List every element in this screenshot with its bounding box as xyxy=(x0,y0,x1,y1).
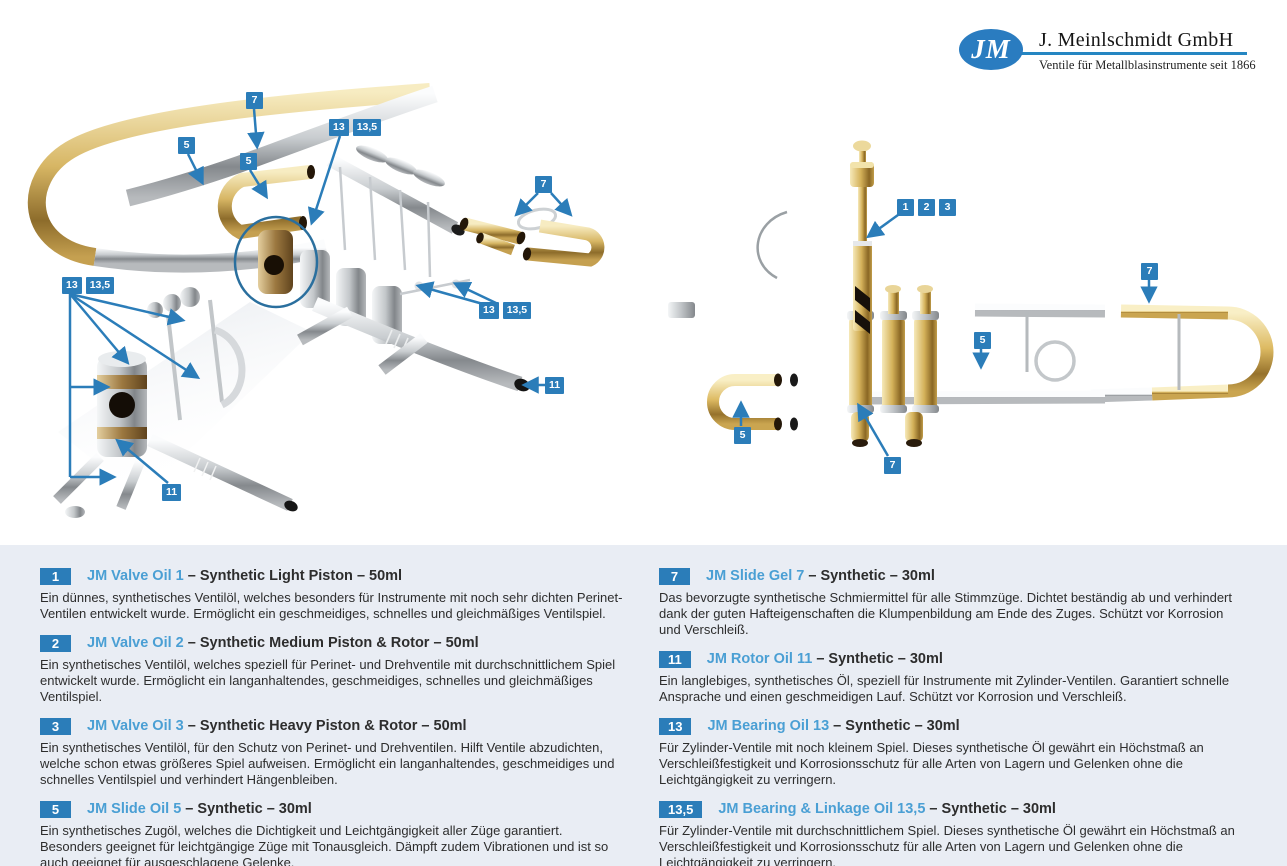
callout-group: 7 xyxy=(1141,263,1158,280)
brand-header: JM J. Meinlschmidt GmbH Ventile für Meta… xyxy=(955,25,1256,80)
legend-item-13_5: 13,5 JM Bearing & Linkage Oil 13,5 – Synt… xyxy=(659,800,1245,866)
callout-badge-11: 11 xyxy=(162,484,182,501)
callout-badge-13: 13 xyxy=(62,277,82,294)
callout-group: 5 xyxy=(240,153,257,170)
legend-section: 1 JM Valve Oil 1 – Synthetic Light Piston… xyxy=(0,545,1287,866)
callout-badge-1: 1 xyxy=(897,199,914,216)
callout-group: 7 xyxy=(535,176,552,193)
callout-badge-2: 2 xyxy=(918,199,935,216)
legend-column-left: 1 JM Valve Oil 1 – Synthetic Light Piston… xyxy=(40,565,626,866)
product-description: Ein synthetisches Ventilöl, welches spez… xyxy=(40,657,616,704)
callout-group: 5 xyxy=(734,427,751,444)
callout-badge-3: 3 xyxy=(939,199,956,216)
product-name: JM Bearing Oil 13 xyxy=(707,718,830,734)
legend-number-badge: 7 xyxy=(659,567,690,585)
callout-badge-7: 7 xyxy=(1141,263,1158,280)
product-description: Das bevorzugte synthetische Schmiermitte… xyxy=(659,590,1233,637)
callout-badge-7: 7 xyxy=(246,92,263,109)
product-description: Für Zylinder-Ventile mit durchschnittlic… xyxy=(659,823,1235,866)
product-spec: – Synthetic – 30ml xyxy=(925,801,1056,817)
product-spec: – Synthetic Medium Piston & Rotor – 50ml xyxy=(183,635,479,651)
callout-badge-5: 5 xyxy=(240,153,257,170)
callout-badge-7: 7 xyxy=(884,457,901,474)
callout-group: 5 xyxy=(974,332,991,349)
callout-group: 7 xyxy=(246,92,263,109)
legend-item-heading: 2 JM Valve Oil 2 – Synthetic Medium Pisto… xyxy=(40,634,626,652)
product-spec: – Synthetic – 30ml xyxy=(181,801,312,817)
callout-badge-13: 13 xyxy=(479,302,499,319)
product-description: Ein synthetisches Zugöl, welches die Dic… xyxy=(40,823,609,866)
product-spec: – Synthetic – 30ml xyxy=(812,651,943,667)
callout-badge-13_5: 13,5 xyxy=(85,277,115,294)
right-instrument-illustration xyxy=(668,140,1274,447)
callout-group: 11 xyxy=(162,484,182,501)
product-name: JM Slide Oil 5 xyxy=(87,801,182,817)
legend-item-heading: 3 JM Valve Oil 3 – Synthetic Heavy Piston… xyxy=(40,717,626,735)
legend-number-badge: 1 xyxy=(40,567,71,585)
callout-badge-13_5: 13,5 xyxy=(352,119,382,136)
product-description: Für Zylinder-Ventile mit noch kleinem Sp… xyxy=(659,740,1204,787)
legend-item-heading: 7 JM Slide Gel 7 – Synthetic – 30ml xyxy=(659,567,1245,585)
jm-logo-text: JM xyxy=(971,34,1011,64)
brand-rule xyxy=(1005,52,1247,55)
product-description: Ein dünnes, synthetisches Ventilöl, welc… xyxy=(40,590,623,621)
callout-badge-5: 5 xyxy=(974,332,991,349)
product-spec: – Synthetic Heavy Piston & Rotor – 50ml xyxy=(183,718,467,734)
product-description: Ein synthetisches Ventilöl, für den Schu… xyxy=(40,740,615,787)
product-name: JM Slide Gel 7 xyxy=(706,568,805,584)
legend-item-heading: 11 JM Rotor Oil 11 – Synthetic – 30ml xyxy=(659,650,1245,668)
product-description: Ein langlebiges, synthetisches Öl, spezi… xyxy=(659,673,1230,704)
legend-item-heading: 13,5 JM Bearing & Linkage Oil 13,5 – Synt… xyxy=(659,800,1245,818)
callout-group: 11 xyxy=(545,377,565,394)
product-spec: – Synthetic Light Piston – 50ml xyxy=(183,568,403,584)
legend-item-heading: 1 JM Valve Oil 1 – Synthetic Light Piston… xyxy=(40,567,626,585)
product-spec: – Synthetic – 30ml xyxy=(804,568,935,584)
legend-number-badge: 11 xyxy=(659,650,691,668)
product-name: JM Rotor Oil 11 xyxy=(706,651,813,667)
legend-item-3: 3 JM Valve Oil 3 – Synthetic Heavy Piston… xyxy=(40,717,626,788)
legend-number-badge: 3 xyxy=(40,717,71,735)
left-instrument-illustration xyxy=(27,83,605,518)
legend-number-badge: 2 xyxy=(40,634,71,652)
legend-item-heading: 5 JM Slide Oil 5 – Synthetic – 30ml xyxy=(40,800,626,818)
product-name: JM Valve Oil 3 xyxy=(87,718,184,734)
company-name: J. Meinlschmidt GmbH xyxy=(1039,29,1234,51)
legend-number-badge: 13,5 xyxy=(659,800,703,818)
legend-number-badge: 5 xyxy=(40,800,71,818)
callout-group: 7 xyxy=(884,457,901,474)
product-name: JM Bearing & Linkage Oil 13,5 xyxy=(718,801,926,817)
callout-badge-7: 7 xyxy=(535,176,552,193)
legend-item-heading: 13 JM Bearing Oil 13 – Synthetic – 30ml xyxy=(659,717,1245,735)
company-tagline: Ventile für Metallblasinstrumente seit 1… xyxy=(1039,58,1256,72)
callout-badge-11: 11 xyxy=(545,377,565,394)
legend-item-2: 2 JM Valve Oil 2 – Synthetic Medium Pisto… xyxy=(40,634,626,705)
legend-number-badge: 13 xyxy=(659,717,692,735)
product-name: JM Valve Oil 2 xyxy=(87,635,184,651)
callout-badge-5: 5 xyxy=(734,427,751,444)
product-spec: – Synthetic – 30ml xyxy=(829,718,960,734)
callout-badge-13: 13 xyxy=(329,119,349,136)
product-name: JM Valve Oil 1 xyxy=(87,568,184,584)
jm-logo: JM xyxy=(959,29,1023,70)
callout-badge-5: 5 xyxy=(178,137,195,154)
callout-badge-13_5: 13,5 xyxy=(502,302,532,319)
legend-item-1: 1 JM Valve Oil 1 – Synthetic Light Piston… xyxy=(40,567,626,622)
callout-group: 5 xyxy=(178,137,195,154)
